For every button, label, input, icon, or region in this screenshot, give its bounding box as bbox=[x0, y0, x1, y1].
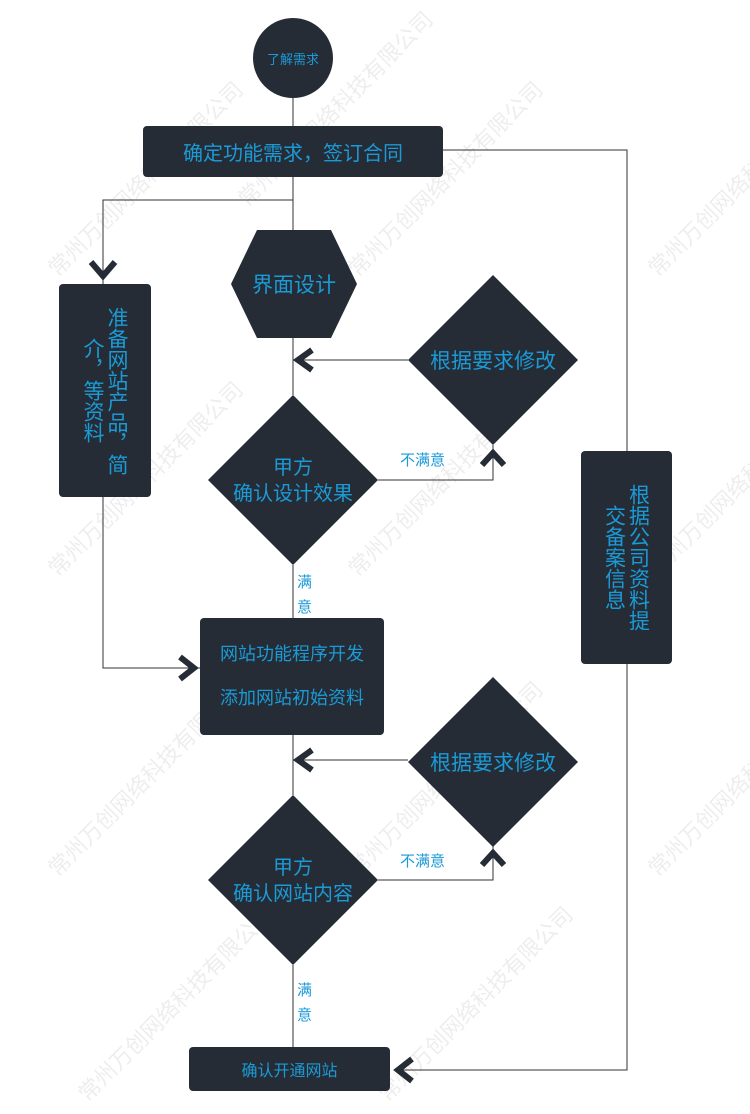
diamond-shape bbox=[208, 795, 378, 965]
arrow-left-icon bbox=[292, 747, 314, 773]
launch-node: 确认开通网站 bbox=[189, 1047, 390, 1091]
satisfied-label: 满意 bbox=[297, 981, 313, 1024]
arrow-up-icon bbox=[479, 848, 507, 868]
connector bbox=[102, 497, 200, 669]
contract-node: 确定功能需求，签订合同 bbox=[143, 126, 443, 177]
arrow-up-icon bbox=[479, 448, 507, 468]
revise-node-2: 根据要求修改 bbox=[430, 751, 556, 775]
develop-node: 网站功能程序开发 添加网站初始资料 bbox=[200, 618, 384, 735]
revise-node-1: 根据要求修改 bbox=[430, 349, 556, 373]
satisfied-label: 满意 bbox=[297, 573, 313, 616]
start-node: 了解需求 bbox=[266, 52, 319, 68]
hexagon-shape bbox=[231, 230, 357, 338]
diamond-shape bbox=[408, 677, 578, 847]
filing-node: 根据公司资料提交备案信息 bbox=[581, 451, 672, 664]
confirm-design-node: 甲方 确认设计效果 bbox=[233, 455, 353, 505]
unsatisfied-label: 不满意 bbox=[400, 852, 446, 870]
confirm-site-node: 甲方 确认网站内容 bbox=[233, 855, 353, 905]
arrow-down-icon bbox=[88, 260, 118, 281]
prepare-node: 准备网站产品，简介，等资料 bbox=[59, 284, 151, 497]
start-circle bbox=[253, 18, 333, 98]
unsatisfied-label: 不满意 bbox=[400, 451, 446, 469]
diamond-shape bbox=[408, 275, 578, 445]
connector bbox=[395, 664, 628, 1071]
connector bbox=[102, 199, 293, 284]
diamond-shape bbox=[208, 395, 378, 565]
connector bbox=[443, 149, 628, 451]
arrow-left-icon bbox=[393, 1056, 414, 1084]
arrow-right-icon bbox=[178, 654, 199, 682]
arrow-left-icon bbox=[292, 347, 314, 373]
ui-design-node: 界面设计 bbox=[252, 273, 336, 297]
